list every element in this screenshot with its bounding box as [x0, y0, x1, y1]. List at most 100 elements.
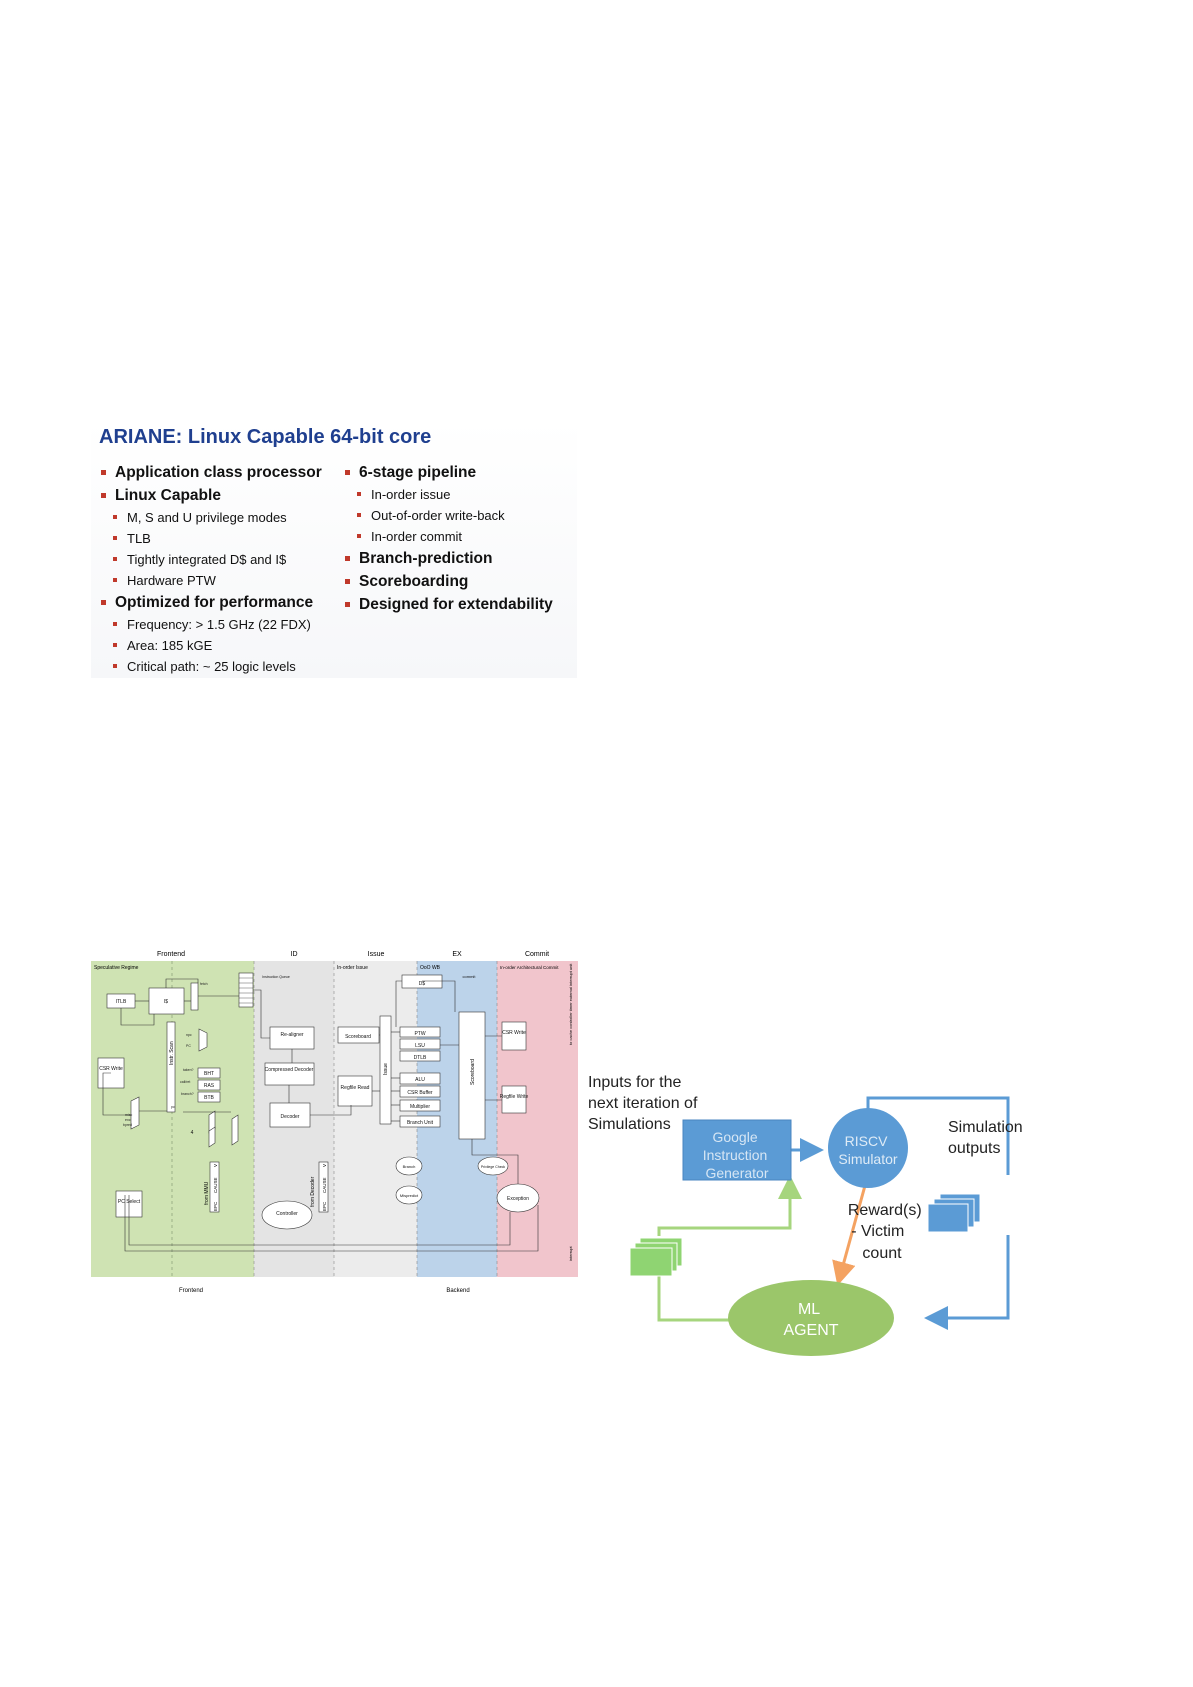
bullet-sub: Frequency: > 1.5 GHz (22 FDX)	[99, 617, 322, 632]
blk-dtlb: DTLB	[414, 1055, 427, 1061]
commit-region	[497, 961, 578, 1277]
ariane-slide: ARIANE: Linux Capable 64-bit core Applic…	[91, 420, 577, 678]
lbl-pc: PC	[186, 1044, 191, 1048]
reward-label: Reward(s) - Victim count	[848, 1202, 926, 1262]
lbl-misc: misc	[125, 1113, 132, 1117]
bullet-sub: Tightly integrated D$ and I$	[99, 552, 322, 567]
simulator-label: RISCV Simulator	[838, 1133, 897, 1167]
blk-privilege: Privilege Check	[481, 1165, 506, 1169]
lbl-epc-r: EPC	[322, 1201, 327, 1211]
rl-loop-diagram: Google Instruction Generator RISCV Simul…	[629, 1096, 1027, 1356]
blk-csr-write-r: CSR Write	[502, 1030, 526, 1036]
bullet-sub: M, S and U privilege modes	[99, 510, 322, 525]
reward-arrow	[832, 1181, 868, 1286]
blk-icache: I$	[164, 999, 168, 1005]
blk-issue: Issue	[383, 1063, 389, 1075]
bullet-sub: In-order issue	[343, 487, 553, 502]
blk-decoder: Decoder	[281, 1114, 300, 1120]
lbl-taken: taken?	[183, 1068, 194, 1072]
slide-title: ARIANE: Linux Capable 64-bit core	[99, 426, 432, 448]
blk-controller: Controller	[276, 1211, 298, 1217]
bullet-main: Optimized for performance	[99, 594, 322, 612]
sim-feedback-arrow	[866, 1096, 1010, 1175]
bullet-sub: Out-of-order write-back	[343, 508, 553, 523]
blk-branch: Branch	[403, 1164, 416, 1169]
blk-regfile-read: Regfile Read	[341, 1085, 370, 1091]
outputs-stack-icon	[927, 1193, 981, 1233]
riscv-simulator-node	[828, 1108, 908, 1188]
bullet-sub: In-order commit	[343, 529, 553, 544]
blk-csr-write-l: CSR Write	[99, 1066, 123, 1072]
lbl-epc-l: EPC	[213, 1201, 218, 1211]
blk-exception: Exception	[507, 1196, 529, 1202]
bullet-main: Application class processor	[99, 464, 322, 482]
blk-csr-buffer: CSR Buffer	[407, 1090, 433, 1096]
blk-mispredict: Mispredict	[400, 1193, 419, 1198]
blk-scoreboard-id: Scoreboard	[345, 1034, 371, 1040]
region-inorder-commit: In-order Architectural Commit	[500, 965, 559, 970]
lbl-v-l: V	[213, 1164, 218, 1167]
region-ooo-wb: OoO WB	[420, 965, 441, 971]
blk-ptw: PTW	[414, 1031, 425, 1037]
lbl-from-mmu: from MMU	[204, 1181, 210, 1205]
blk-realigner: Re-aligner	[280, 1032, 303, 1038]
bullet-main: 6-stage pipeline	[343, 464, 553, 482]
stage-ex: EX	[452, 951, 462, 958]
region-inorder-issue: In-order Issue	[337, 965, 368, 971]
blk-pc-select: PC Select	[118, 1199, 141, 1205]
lbl-call-ret: call/ret	[180, 1080, 190, 1084]
blk-ds: D$	[419, 981, 426, 987]
blk-instr-scan: Instr. Scan	[169, 1041, 175, 1065]
lbl-commit: commit	[463, 974, 477, 979]
blk-scoreboard-ex: Scoreboard	[470, 1059, 476, 1085]
blk-four: 4	[191, 1130, 194, 1136]
lbl-v-r: V	[322, 1164, 327, 1167]
ariane-architecture-diagram: Frontend ID Issue EX Commit Speculative …	[91, 951, 578, 1294]
lbl-fetch: fetch	[200, 982, 208, 986]
blk-branch-unit: Branch Unit	[407, 1120, 434, 1126]
bullet-main: Designed for extendability	[343, 596, 553, 614]
inputs-stack-icon	[629, 1237, 683, 1277]
lbl-pc2: pc	[171, 1105, 175, 1109]
lbl-bpred: bpred	[123, 1123, 132, 1127]
outputs-to-agent-arrow	[924, 1235, 1010, 1330]
instruction-generator-box	[682, 1119, 792, 1181]
lbl-from-decoder: from Decoder	[310, 1176, 316, 1207]
blk-multiplier: Multiplier	[410, 1104, 430, 1110]
stage-commit: Commit	[525, 951, 549, 958]
lbl-cause-r: CAUSE	[322, 1177, 327, 1193]
agent-label: ML AGENT	[783, 1301, 838, 1339]
blk-bht: BHT	[204, 1071, 214, 1077]
green-input-arrow	[657, 1175, 802, 1236]
lbl-interrupt: interrupt	[568, 1245, 573, 1261]
blk-btb: BTB	[204, 1095, 214, 1101]
generator-label: Google Instruction Generator	[703, 1129, 771, 1181]
bullet-sub: TLB	[99, 531, 322, 546]
ml-agent-node	[728, 1280, 894, 1356]
blk-compressed: Compressed Decoder	[265, 1067, 314, 1073]
blk-lsu: LSU	[415, 1043, 425, 1049]
lbl-branch-q: branch?	[181, 1092, 194, 1096]
blk-ras: RAS	[204, 1083, 215, 1089]
stage-id: ID	[291, 951, 298, 958]
footer-frontend: Frontend	[179, 1288, 203, 1294]
bullet-main: Linux Capable	[99, 487, 322, 505]
lbl-exc: exc	[125, 1118, 131, 1122]
bullet-main: Scoreboarding	[343, 573, 553, 591]
blk-iq: Instruction Queue	[262, 975, 290, 979]
lbl-npc: npc	[186, 1033, 192, 1037]
bullet-sub: Hardware PTW	[99, 573, 322, 588]
footer-backend: Backend	[446, 1288, 469, 1294]
stage-issue: Issue	[368, 951, 385, 958]
side-label: to cache controller timer external inter…	[568, 963, 573, 1045]
stage-frontend: Frontend	[157, 951, 185, 958]
outputs-label: Simulation outputs	[948, 1119, 1027, 1157]
blk-itlb: ITLB	[116, 999, 127, 1005]
inputs-next-iteration-label: Inputs for the next iteration of Simulat…	[588, 1074, 698, 1133]
blk-regfile-write: Regfile Write	[500, 1094, 529, 1100]
region-speculative: Speculative Regime	[94, 965, 139, 971]
